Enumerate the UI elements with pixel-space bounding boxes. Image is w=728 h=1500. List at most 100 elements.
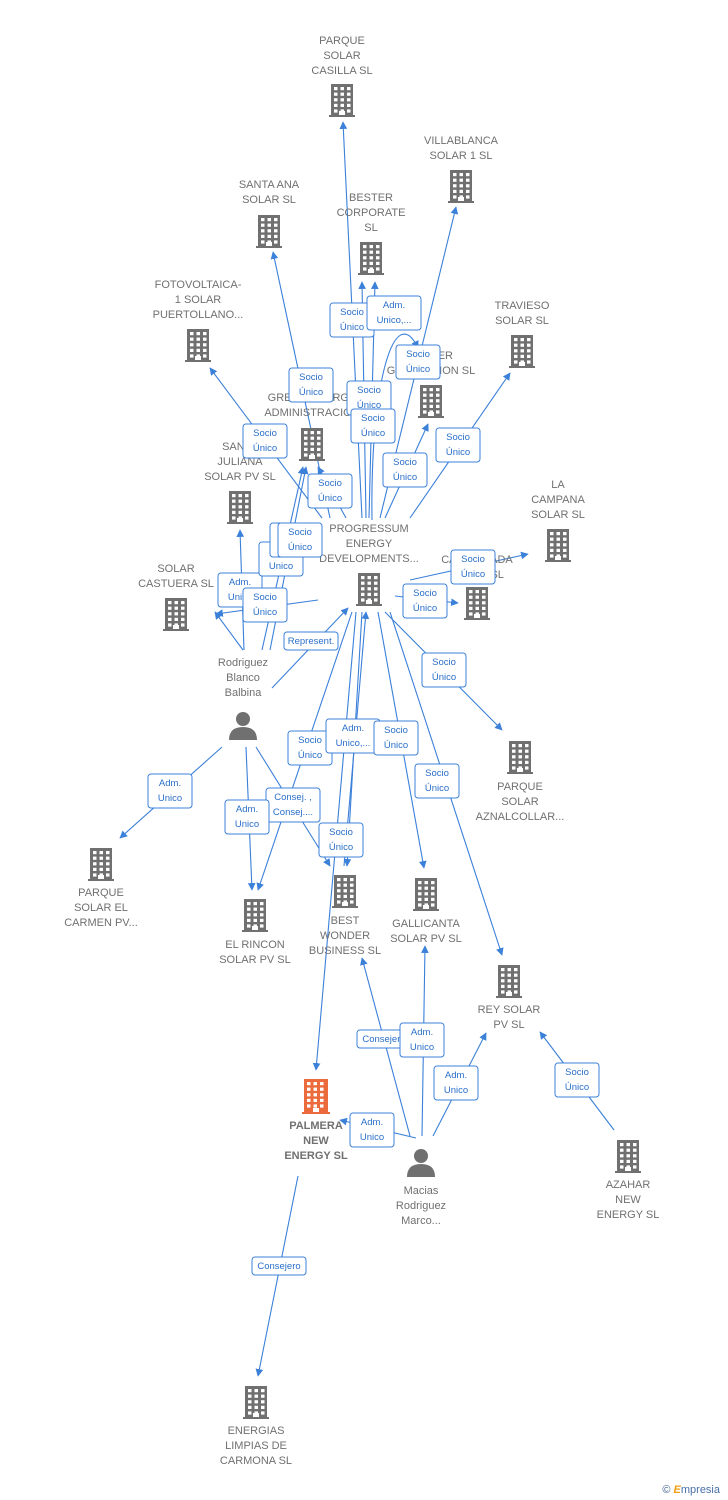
building-icon[interactable] bbox=[185, 329, 211, 362]
building-icon[interactable] bbox=[329, 84, 355, 117]
building-icon[interactable] bbox=[496, 965, 522, 998]
edge-label-box[interactable] bbox=[307, 473, 353, 509]
edge-label-box[interactable] bbox=[242, 423, 288, 459]
edge-label-box[interactable] bbox=[433, 1065, 479, 1101]
building-icon[interactable] bbox=[358, 242, 384, 275]
edge-label-e24[interactable]: Adm.Unico bbox=[147, 773, 193, 809]
node-label-line: PV SL bbox=[493, 1019, 524, 1031]
building-icon[interactable] bbox=[464, 587, 490, 620]
building-icon[interactable] bbox=[332, 875, 358, 908]
edge-label-e21[interactable]: Adm.Unico,... bbox=[325, 718, 381, 754]
edge-label-e2[interactable]: Adm.Unico,... bbox=[366, 295, 422, 331]
building-icon[interactable] bbox=[163, 598, 189, 631]
building-icon[interactable] bbox=[227, 491, 253, 524]
node-progressum[interactable]: PROGRESSUMENERGYDEVELOPMENTS... bbox=[319, 523, 419, 606]
building-icon[interactable] bbox=[615, 1140, 641, 1173]
edge-label-box[interactable] bbox=[147, 773, 193, 809]
node-aznalcollar[interactable]: PARQUESOLARAZNALCOLLAR... bbox=[476, 741, 565, 823]
edge-label-box[interactable] bbox=[382, 452, 428, 488]
edge-label-box[interactable] bbox=[224, 799, 270, 835]
building-icon[interactable] bbox=[448, 170, 474, 203]
edge-label-box[interactable] bbox=[349, 1112, 395, 1148]
edge-label-box[interactable] bbox=[435, 427, 481, 463]
building-icon[interactable] bbox=[418, 385, 444, 418]
edge-label-box[interactable] bbox=[350, 408, 396, 444]
building-icon[interactable] bbox=[302, 1079, 330, 1114]
edge-label-e25[interactable]: Consej. ,Consej.... bbox=[265, 787, 321, 823]
edge-label-e30[interactable]: Adm.Unico bbox=[349, 1112, 395, 1148]
edge-label-e33[interactable]: Consejero bbox=[251, 1256, 307, 1276]
edge-label-e29[interactable]: Adm.Unico bbox=[399, 1022, 445, 1058]
edge-label-box[interactable] bbox=[251, 1256, 307, 1276]
building-icon[interactable] bbox=[545, 529, 571, 562]
edge-label-box[interactable] bbox=[318, 822, 364, 858]
building-icon[interactable] bbox=[243, 1386, 269, 1419]
edge-label-box[interactable] bbox=[399, 1022, 445, 1058]
edge-label-box[interactable] bbox=[421, 652, 467, 688]
building-icon[interactable] bbox=[509, 335, 535, 368]
building-icon[interactable] bbox=[299, 428, 325, 461]
node-label-line: ENERGY SL bbox=[284, 1150, 348, 1162]
edge-label-box[interactable] bbox=[414, 763, 460, 799]
person-icon[interactable] bbox=[407, 1149, 435, 1177]
building-icon[interactable] bbox=[507, 741, 533, 774]
edge-label-box[interactable] bbox=[554, 1062, 600, 1098]
edge-label-text: Único bbox=[253, 607, 277, 618]
edge-label-box[interactable] bbox=[366, 295, 422, 331]
person-icon[interactable] bbox=[229, 712, 257, 740]
node-fotovoltaica[interactable]: FOTOVOLTAICA-1 SOLARPUERTOLLANO... bbox=[153, 279, 244, 362]
edge-label-e18[interactable]: Represent. bbox=[283, 631, 339, 651]
edge-label-box[interactable] bbox=[288, 367, 334, 403]
empresia-logo[interactable]: ©Empresia bbox=[662, 1484, 720, 1496]
edge-label-e31[interactable]: Adm.Unico bbox=[433, 1065, 479, 1101]
edge-label-box[interactable] bbox=[283, 631, 339, 651]
building-icon[interactable] bbox=[242, 899, 268, 932]
building-icon[interactable] bbox=[413, 878, 439, 911]
building-icon[interactable] bbox=[356, 573, 382, 606]
node-macias[interactable]: MaciasRodriguezMarco... bbox=[396, 1149, 446, 1227]
edge-label-box[interactable] bbox=[277, 522, 323, 558]
edge-label-box[interactable] bbox=[395, 344, 441, 380]
edge-label-box[interactable] bbox=[373, 720, 419, 756]
building-icon[interactable] bbox=[88, 848, 114, 881]
edge-label-box[interactable] bbox=[242, 587, 288, 623]
edge-label-box[interactable] bbox=[402, 583, 448, 619]
edge-label-e26[interactable]: Adm.Unico bbox=[224, 799, 270, 835]
building-icon[interactable] bbox=[256, 215, 282, 248]
edge-label-box[interactable] bbox=[450, 549, 496, 585]
